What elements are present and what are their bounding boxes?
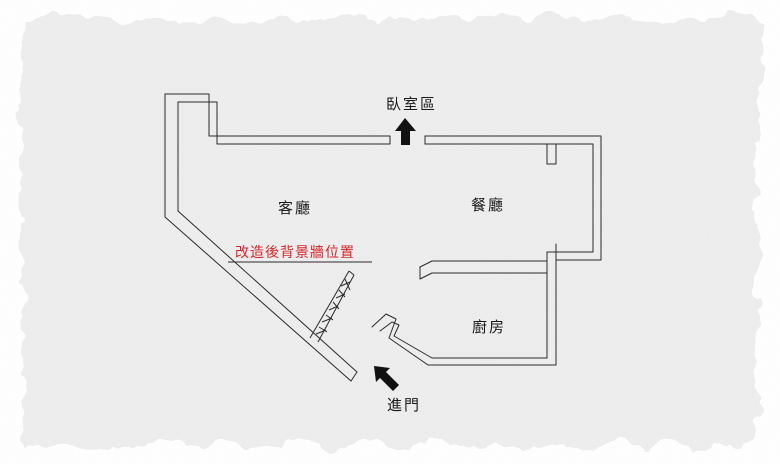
partition-edge (309, 270, 350, 339)
living-room-top-wall-inner (177, 101, 391, 145)
wall-end (350, 371, 358, 382)
kitchen-top-wall (419, 260, 548, 268)
entrance-label: 進門 (387, 396, 422, 414)
pillar (546, 143, 557, 165)
new-background-wall (228, 261, 372, 343)
bedroom-label: 臥室區 (386, 95, 438, 113)
dining-top-wall (424, 135, 602, 261)
living-room-top-wall (164, 93, 391, 137)
dining-top-wall-inner (424, 143, 594, 253)
partition-hatch (318, 270, 355, 333)
diagonal-wall-outer (164, 216, 352, 382)
arrow-up-left-icon (374, 366, 399, 391)
walls (164, 93, 602, 382)
kitchen-bottom-wall-outer (371, 313, 557, 366)
diagonal-wall-inner (177, 210, 358, 373)
living-room-label: 客廳 (278, 199, 313, 217)
paper-texture (40, 32, 740, 432)
kitchen-label: 廚房 (472, 318, 507, 336)
partition-hatch (315, 281, 351, 335)
kitchen-top-wall-inner (419, 266, 548, 280)
dining-room-label: 餐廳 (471, 196, 506, 214)
arrow-up-icon (395, 118, 416, 145)
new-wall-annotation: 改造後背景牆位置 (235, 245, 355, 261)
kitchen-bottom-wall-inner (379, 321, 548, 359)
